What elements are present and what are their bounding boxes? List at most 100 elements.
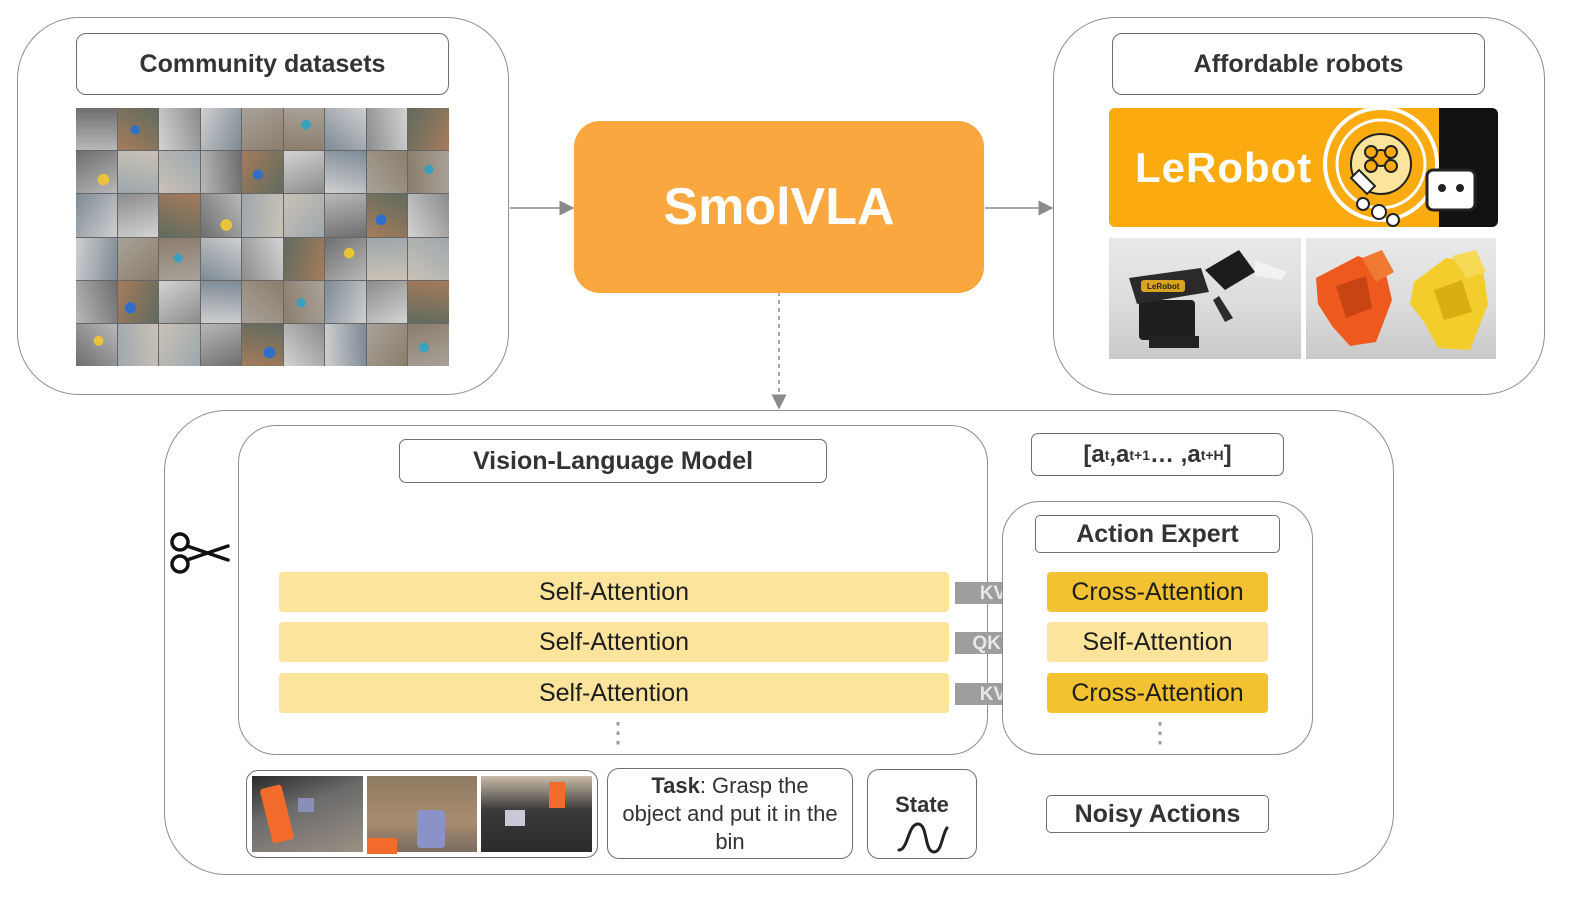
sine-wave-icon: [897, 822, 949, 854]
dataset-thumbnail: [408, 151, 449, 194]
dataset-thumbnail: [117, 237, 159, 280]
state-label: State: [895, 792, 949, 817]
dataset-thumbnail: [242, 280, 283, 323]
orange-gripper-1: [259, 784, 295, 844]
dataset-thumbnail: [117, 280, 159, 323]
expert-layer-3: Cross-Attention: [1047, 673, 1268, 713]
vlm-title: Vision-Language Model: [399, 439, 827, 483]
dataset-thumbnail: [200, 194, 242, 237]
dataset-thumbnail: [200, 323, 242, 366]
dataset-thumbnail: [242, 194, 283, 237]
dataset-thumbnail: [408, 323, 449, 366]
robot-arm-label: LeRobot: [1147, 282, 1180, 291]
mosaic-grid: [76, 108, 449, 366]
task-box: Task: Grasp the object and put it in the…: [607, 768, 853, 859]
camera-image-2: [366, 776, 478, 854]
dataset-thumbnail: [325, 108, 366, 151]
vlm-layer-1: Self-Attention: [279, 572, 949, 612]
dataset-thumbnail: [117, 151, 159, 194]
dataset-thumbnail: [366, 108, 408, 151]
dataset-thumbnail: [366, 280, 408, 323]
output-sub-t1: t+1: [1129, 446, 1150, 463]
connector-label-1: KV: [979, 583, 1007, 604]
humanoid-robots-photo: [1306, 238, 1496, 359]
dataset-mosaic: [76, 108, 449, 366]
dataset-thumbnail: [200, 237, 242, 280]
lerobot-logo-text: LeRobot: [1135, 144, 1313, 191]
dataset-thumbnail: [283, 151, 325, 194]
dataset-thumbnail: [76, 323, 117, 366]
dataset-thumbnail: [366, 194, 408, 237]
dataset-thumbnail: [325, 237, 366, 280]
smolvla-box: SmolVLA: [574, 121, 984, 293]
dataset-thumbnail: [325, 280, 366, 323]
expert-layer-2: Self-Attention: [1047, 622, 1268, 662]
dataset-thumbnail: [76, 108, 117, 151]
object-block-2: [416, 810, 445, 848]
output-dots: … ,a: [1150, 440, 1201, 468]
dataset-thumbnail: [76, 280, 117, 323]
output-close: ]: [1223, 440, 1232, 468]
humanoid-robots-icon: [1316, 250, 1488, 350]
camera-image-3: [481, 776, 593, 852]
dataset-thumbnail: [159, 108, 200, 151]
dataset-thumbnail: [117, 194, 159, 237]
dataset-thumbnail: [283, 237, 325, 280]
output-sub-th: t+H: [1200, 446, 1224, 463]
lerobot-mascot-icon: [1323, 108, 1498, 227]
orange-gripper-3: [549, 782, 566, 808]
dataset-thumbnail: [159, 151, 200, 194]
dataset-thumbnail: [283, 194, 325, 237]
dataset-thumbnail: [283, 280, 325, 323]
dataset-thumbnail: [76, 237, 117, 280]
dataset-thumbnail: [408, 237, 449, 280]
object-block-1: [298, 798, 314, 812]
robots-title: Affordable robots: [1112, 33, 1485, 95]
dataset-thumbnail: [200, 108, 242, 151]
community-title: Community datasets: [76, 33, 449, 95]
output-sub-t: t: [1104, 446, 1110, 463]
connector-label-3: KV: [979, 684, 1007, 705]
lerobot-banner: LeRobot: [1109, 108, 1498, 227]
dataset-thumbnail: [117, 323, 159, 366]
object-block-3: [505, 810, 526, 826]
dataset-thumbnail: [325, 194, 366, 237]
dataset-thumbnail: [242, 151, 283, 194]
dataset-thumbnail: [117, 108, 159, 151]
vlm-continuation-dots: ⋮: [604, 717, 632, 748]
dataset-thumbnail: [159, 280, 200, 323]
dataset-thumbnail: [408, 108, 449, 151]
dataset-thumbnail: [408, 194, 449, 237]
dataset-thumbnail: [159, 323, 200, 366]
state-box: State: [867, 769, 977, 859]
vlm-layer-3: Self-Attention: [279, 673, 949, 713]
dataset-thumbnail: [366, 237, 408, 280]
robot-arm-photo: LeRobot: [1109, 238, 1301, 359]
dataset-thumbnail: [366, 151, 408, 194]
dataset-thumbnail: [200, 151, 242, 194]
output-sep: ,a: [1109, 440, 1130, 468]
dataset-thumbnail: [325, 151, 366, 194]
expert-layer-1: Cross-Attention: [1047, 572, 1268, 612]
output-open: [a: [1083, 440, 1105, 468]
dataset-thumbnail: [366, 323, 408, 366]
camera-images: [246, 770, 598, 858]
expert-continuation-dots: ⋮: [1146, 717, 1174, 748]
task-label: Task: [651, 772, 700, 798]
dataset-thumbnail: [283, 323, 325, 366]
dataset-thumbnail: [408, 280, 449, 323]
task-description: : Grasp the object and put it in the bin: [622, 772, 838, 854]
dataset-thumbnail: [242, 108, 283, 151]
dataset-thumbnail: [76, 194, 117, 237]
dataset-thumbnail: [159, 237, 200, 280]
smolvla-title: SmolVLA: [663, 178, 895, 236]
scissors-icon: [170, 532, 230, 574]
dataset-thumbnail: [76, 151, 117, 194]
dataset-thumbnail: [242, 237, 283, 280]
dataset-thumbnail: [283, 108, 325, 151]
dataset-thumbnail: [325, 323, 366, 366]
dataset-thumbnail: [200, 280, 242, 323]
dataset-thumbnail: [159, 194, 200, 237]
dataset-thumbnail: [242, 323, 283, 366]
